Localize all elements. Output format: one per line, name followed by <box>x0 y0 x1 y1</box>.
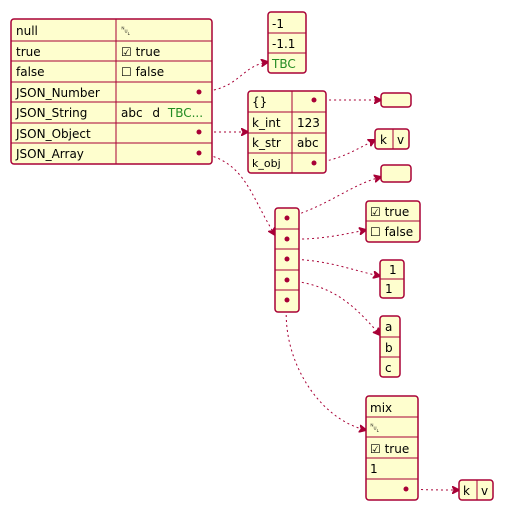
root-object-port <box>196 129 202 135</box>
root-key-false: false <box>16 65 45 79</box>
bool-item-0: ☑ true <box>370 205 409 219</box>
num-pair-item-0: 1 <box>389 263 397 277</box>
kv-box: k v <box>374 128 410 150</box>
array-port-3 <box>284 277 290 283</box>
abc-item-0: a <box>385 320 392 334</box>
abc-item-1: b <box>385 341 393 355</box>
mix-item-0: mix <box>370 401 392 415</box>
arrow-mix <box>285 299 366 430</box>
number-list: -1 -1.1 TBC <box>267 11 307 74</box>
kv-box-value: v <box>397 133 404 147</box>
object-key-3: k_obj <box>252 157 281 170</box>
arrow-array <box>198 152 275 235</box>
bool-item-1: ☐ false <box>370 225 413 239</box>
array-column <box>274 207 300 313</box>
root-value-false: ☐ false <box>121 65 164 79</box>
object-empty-port <box>311 97 317 103</box>
root-value-string-tbc: TBC... <box>167 106 203 120</box>
object-key-2: k_str <box>252 136 281 150</box>
object-table: {} k_int 123 k_str abc k_obj <box>247 90 327 174</box>
root-key-number: JSON_Number <box>15 86 100 100</box>
number-item-tbc: TBC <box>271 57 296 71</box>
arrow-empty <box>286 177 381 219</box>
bool-list: ☑ true ☐ false <box>365 200 421 243</box>
root-value-null: ␀ <box>121 24 131 38</box>
number-item-1: -1.1 <box>272 37 295 51</box>
number-item-0: -1 <box>272 17 284 31</box>
root-value-string-suffix: d <box>152 106 160 120</box>
connectors <box>198 62 459 490</box>
root-array-port <box>196 150 202 156</box>
arrow-num <box>286 258 380 276</box>
num-pair-item-1: 1 <box>385 282 393 296</box>
object-value-1: 123 <box>297 116 320 130</box>
array-port-1 <box>284 236 290 242</box>
root-table: null ␀ true ☑ true false ☐ false JSON_Nu… <box>10 18 213 165</box>
root-value-string: abc <box>121 106 143 120</box>
kv-box-2-value: v <box>481 484 488 498</box>
array-port-2 <box>284 256 290 262</box>
mix-list: mix ␀ ☑ true 1 <box>365 395 419 501</box>
kv-box-2-key: k <box>463 484 470 498</box>
num-pair-list: 1 1 <box>379 259 405 299</box>
object-kobj-port <box>311 160 317 166</box>
svg-text:abc d TBC...: abc d TBC... <box>121 106 203 120</box>
kv-box-key: k <box>380 133 387 147</box>
abc-list: a b c <box>379 315 401 378</box>
array-port-0 <box>284 215 290 221</box>
kv-box-2: k v <box>458 479 494 501</box>
array-port-4 <box>284 297 290 303</box>
root-key-null: null <box>16 24 38 38</box>
empty-array-box <box>380 164 412 183</box>
mix-item-3: 1 <box>370 462 378 476</box>
mix-item-2: ☑ true <box>370 442 409 456</box>
root-value-true: ☑ true <box>121 45 160 59</box>
empty-object-box <box>380 92 412 108</box>
root-key-array: JSON_Array <box>15 147 84 161</box>
root-key-object: JSON_Object <box>15 127 91 141</box>
root-key-string: JSON_String <box>15 106 87 120</box>
mix-item-1: ␀ <box>370 421 380 435</box>
mix-port-4 <box>403 486 409 492</box>
object-key-1: k_int <box>252 116 281 130</box>
object-value-2: abc <box>297 136 319 150</box>
root-number-port <box>196 89 202 95</box>
arrow-abc <box>286 279 380 335</box>
abc-item-2: c <box>385 361 392 375</box>
object-key-0: {} <box>252 95 267 109</box>
root-key-true: true <box>16 45 41 59</box>
